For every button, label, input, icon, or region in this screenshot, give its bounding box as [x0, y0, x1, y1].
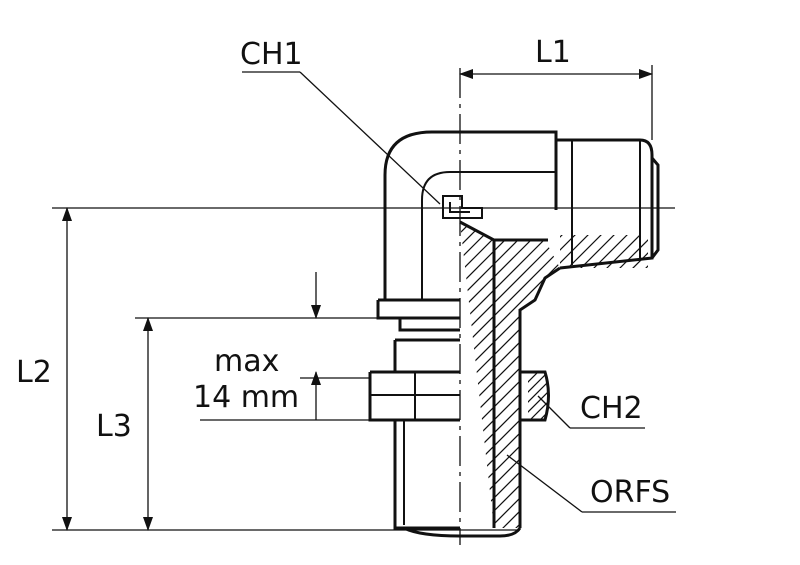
section-contour: [459, 220, 561, 528]
hatch-line: [460, 222, 630, 528]
hatch-line: [528, 372, 550, 420]
hatch-line: [460, 222, 526, 528]
hatch-line: [528, 372, 550, 420]
hatch-line: [528, 372, 541, 420]
lower-hex-nut: [368, 338, 460, 530]
label-ch1: CH1: [240, 37, 303, 72]
hatch-line: [460, 222, 539, 528]
hatch-line: [528, 372, 550, 420]
label-orfs: ORFS: [590, 475, 670, 510]
hatch-line: [460, 222, 604, 528]
hatch-line: [460, 222, 591, 528]
label-l2: L2: [16, 355, 52, 390]
ch2-lock-nut: [520, 370, 550, 422]
elbow-fitting: [368, 130, 660, 538]
label-l1: L1: [535, 35, 571, 70]
hatch-line: [528, 372, 531, 420]
hatch-line: [460, 222, 565, 528]
right-thread-boss: [556, 138, 654, 270]
hatch-line: [528, 372, 550, 420]
label-ch2: CH2: [580, 391, 643, 426]
elbow-outer-contour: [383, 130, 558, 300]
key-slot: [442, 195, 483, 219]
hatch-line: [460, 222, 617, 528]
hatch-line: [460, 222, 648, 528]
collar: [376, 298, 460, 332]
hatch-line: [460, 222, 552, 528]
leaders: [242, 71, 676, 513]
label-14mm: 14 mm: [193, 380, 299, 415]
hatch-line: [460, 222, 461, 528]
elbow-inner-curve: [421, 171, 556, 300]
dimensions: [52, 65, 653, 531]
label-max: max: [214, 344, 279, 379]
label-l3: L3: [96, 409, 132, 444]
hatch-line: [460, 222, 578, 528]
